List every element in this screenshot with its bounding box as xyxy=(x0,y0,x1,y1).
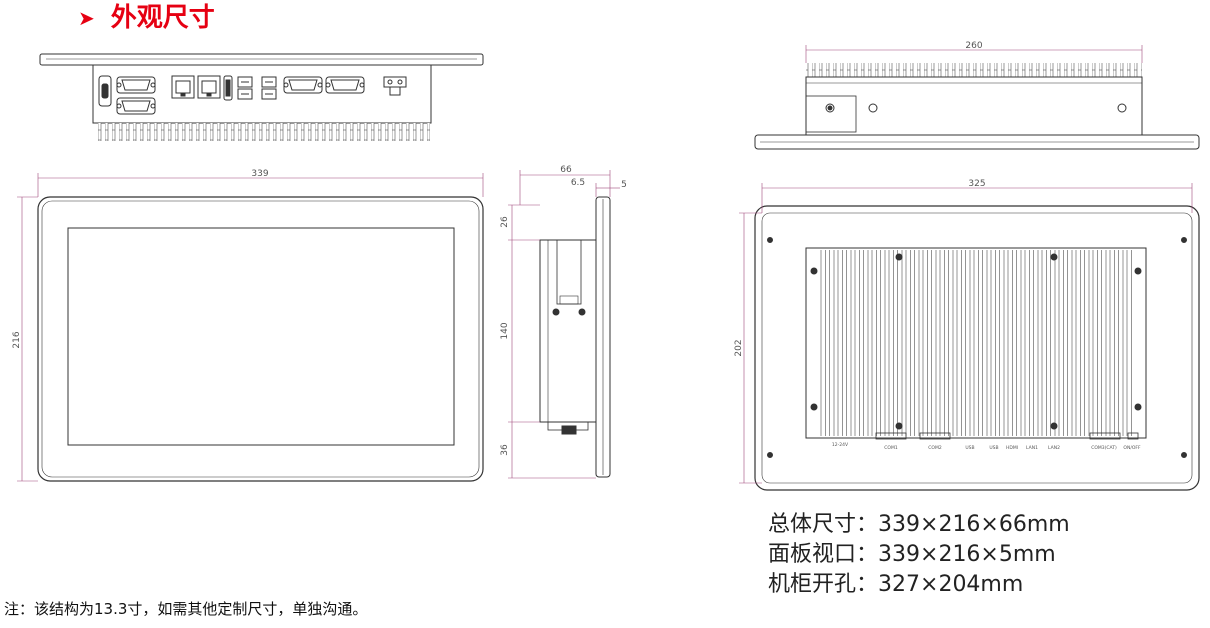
port-label: COM3(CAT) xyxy=(1091,445,1117,451)
screw-icon xyxy=(578,308,586,316)
spec-label: 总体尺寸： xyxy=(768,512,879,537)
power-terminal xyxy=(383,76,407,96)
side-top-label: 26 xyxy=(500,216,510,228)
spec-value: 327×204mm xyxy=(878,572,1024,597)
front-width-label: 339 xyxy=(251,169,268,179)
spec-overall-size: 总体尺寸：339×216×66mm xyxy=(768,510,1070,540)
side-depth-label: 66 xyxy=(560,165,572,175)
side-chassis xyxy=(539,239,597,423)
usb-port xyxy=(261,76,277,100)
section-title-text: 外观尺寸 xyxy=(110,3,215,33)
front-view xyxy=(37,196,484,482)
back-height-dim xyxy=(739,212,762,484)
port-label: COM1 xyxy=(884,445,898,451)
spec-label: 面板视口： xyxy=(768,542,879,567)
front-bezel-inner xyxy=(41,200,480,478)
side-panel-label: 5 xyxy=(621,180,627,190)
section-title: ➤ 外观尺寸 xyxy=(78,2,215,34)
screw-icon xyxy=(552,308,560,316)
mounting-hole xyxy=(767,452,773,458)
front-bezel-outer xyxy=(37,196,484,482)
front-screen xyxy=(67,227,455,446)
side-view xyxy=(539,196,611,478)
side-bottom-label: 36 xyxy=(500,444,510,456)
usb-port xyxy=(237,76,253,100)
back-fins xyxy=(818,250,1134,436)
top-port-view xyxy=(39,53,484,141)
top-side-bracket xyxy=(805,95,857,133)
back-frame-inner xyxy=(761,212,1193,484)
top-panel-edge xyxy=(39,53,484,66)
db9-port xyxy=(283,76,323,94)
mounting-hole xyxy=(1181,452,1187,458)
top-side-panel xyxy=(754,134,1200,150)
top-side-width-dim xyxy=(805,45,1143,63)
db9-port xyxy=(116,97,156,115)
side-bracket xyxy=(556,239,582,305)
front-height-dim xyxy=(17,196,38,482)
power-switch xyxy=(98,75,112,107)
port-label: 12-24V xyxy=(832,442,849,448)
spec-list: 总体尺寸：339×216×66mm 面板视口：339×216×5mm 机柜开孔：… xyxy=(768,510,1070,600)
screw-icon xyxy=(868,103,878,113)
port-label: COM2 xyxy=(928,445,942,451)
db9-port xyxy=(325,76,365,94)
spec-value: 339×216×66mm xyxy=(878,512,1070,537)
spec-cabinet-cutout: 机柜开孔：327×204mm xyxy=(768,570,1070,600)
spec-value: 339×216×5mm xyxy=(878,542,1056,567)
footnote: 注：该结构为13.3寸，如需其他定制尺寸，单独沟通。 xyxy=(4,600,368,618)
side-mid-label: 140 xyxy=(500,322,510,339)
port-label: HDMI xyxy=(1006,445,1018,451)
port-label: USB xyxy=(965,445,974,451)
lan-port xyxy=(171,75,195,99)
side-dims xyxy=(508,170,620,479)
top-side-fins xyxy=(806,63,1142,77)
back-height-label: 202 xyxy=(734,339,744,356)
hdmi-port xyxy=(223,75,233,101)
back-port-labels: 12-24V COM1 COM2 USB USB HDMI LAN1 LAN2 … xyxy=(832,442,1141,451)
top-side-view xyxy=(754,63,1200,150)
port-label: LAN1 xyxy=(1026,445,1038,451)
side-offset-label: 6.5 xyxy=(571,178,585,188)
top-side-chassis xyxy=(805,76,1143,136)
front-width-dim xyxy=(37,173,484,197)
lan-port xyxy=(197,75,221,99)
back-frame-outer xyxy=(754,205,1200,491)
port-label: USB xyxy=(989,445,998,451)
top-fins xyxy=(96,123,430,141)
spec-panel-viewport: 面板视口：339×216×5mm xyxy=(768,540,1070,570)
port-label: LAN2 xyxy=(1048,445,1060,451)
screw-icon xyxy=(1117,103,1127,113)
back-width-label: 325 xyxy=(968,179,985,189)
screw-icon xyxy=(825,103,835,113)
top-side-width-label: 260 xyxy=(965,41,982,51)
spec-label: 机柜开孔： xyxy=(768,572,879,597)
mounting-hole xyxy=(1181,237,1187,243)
back-view xyxy=(754,205,1200,491)
back-heatsink xyxy=(805,247,1147,439)
mounting-hole xyxy=(767,237,773,243)
arrow-icon: ➤ xyxy=(78,6,95,30)
front-height-label: 216 xyxy=(12,331,22,348)
port-label: ON/OFF xyxy=(1123,445,1141,451)
back-width-dim xyxy=(761,183,1193,213)
db9-port xyxy=(116,76,156,94)
